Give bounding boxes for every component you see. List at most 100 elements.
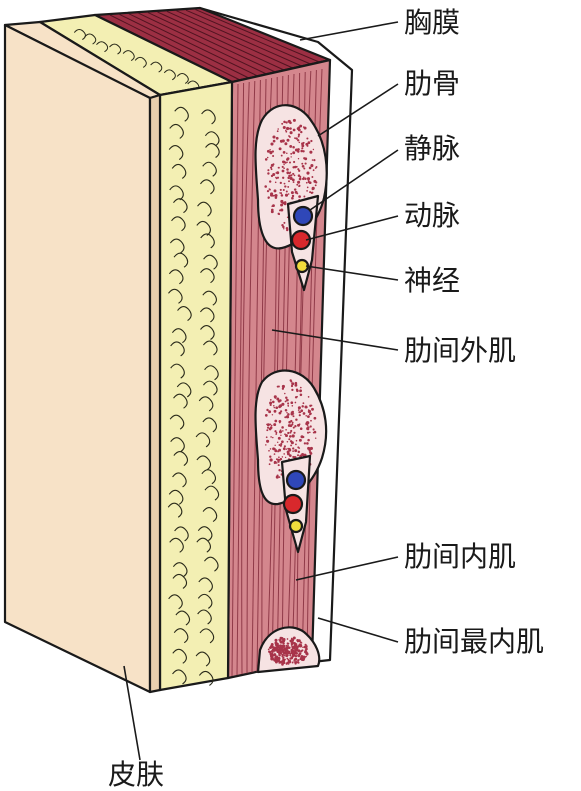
marrow-dot [290,419,293,423]
marrow-dot [293,431,296,434]
label-vein: 静脉 [404,132,460,165]
marrow-dot [302,646,304,648]
fat-squiggle [170,341,185,357]
marrow-dot [286,441,289,443]
marrow-dot [281,122,284,125]
rib-lower [256,626,321,674]
marrow-dot [288,454,292,457]
marrow-dot [281,426,284,429]
marrow-dot [297,659,300,661]
marrow-dot [289,652,292,655]
marrow-dot [309,425,312,428]
marrow-dot [266,149,270,153]
muscle-top-line [176,10,302,67]
marrow-dot [290,152,293,155]
marrow-dot [285,415,289,419]
marrow-dot [298,643,302,647]
marrow-dot [274,194,278,198]
marrow-dot [297,649,301,653]
fat-squiggle [173,252,189,268]
marrow-dot [291,421,294,424]
marrow-dot [299,124,303,128]
marrow-dot [289,440,293,443]
marrow-dot [280,208,284,212]
marrow-dot [292,649,295,652]
marrow-dot [313,430,317,434]
marrow-dot [307,141,311,145]
marrow-dot [285,129,287,132]
marrow-dot [266,429,269,432]
marrow-dot [286,138,290,142]
marrow-dot [288,174,291,178]
marrow-dot [306,137,309,140]
marrow-dot [303,167,306,170]
fat-squiggle [199,628,215,644]
fat-top-squiggle [134,56,147,68]
muscle-fiber [236,82,245,676]
marrow-dot [283,448,286,451]
marrow-dot [291,388,294,392]
marrow-dot [311,176,314,178]
marrow-dot [307,415,310,418]
marrow-dot [278,662,281,664]
marrow-dot [271,648,275,652]
marrow-dot [294,396,298,399]
marrow-dot [294,148,299,152]
fat-squiggle [174,106,189,122]
marrow-dot [281,139,285,143]
marrow-dot [265,444,267,446]
marrow-dot [312,148,315,151]
fat-squiggle [197,201,212,217]
marrow-dot [266,408,269,412]
marrow-dot [284,142,288,146]
marrow-dot [303,195,306,198]
marrow-dot [281,637,284,639]
marrow-dot [281,653,284,656]
marrow-dot [303,655,305,658]
muscle-fiber [231,83,239,677]
marrow-dot [292,128,296,132]
marrow-dot [312,169,315,172]
marrow-dot [293,174,296,177]
marrow-dot [310,404,313,407]
marrow-dot [293,188,297,191]
marrow-dot [288,180,290,183]
marrow-dot [279,444,282,447]
marrow-dot [298,177,302,181]
marrow-dot [267,648,270,651]
marrow-dot [288,420,291,424]
vein-icon [292,205,314,227]
skin-block [3,23,162,694]
marrow-dot [280,203,284,207]
marrow-dot [304,643,307,646]
marrow-dot [306,421,310,425]
marrow-dot [292,415,295,418]
muscle-top-line [119,13,250,79]
marrow-dot [269,455,272,458]
marrow-dot [279,188,282,191]
marrow-dot [309,191,312,194]
marrow-dot [269,403,272,407]
marrow-dot [284,416,287,419]
marrow-dot [294,383,298,387]
fat-squiggle [202,161,217,177]
fat-squiggle [168,594,183,610]
marrow-dot [298,652,302,655]
marrow-dot [308,413,312,416]
marrow-dot [299,427,303,430]
marrow-dot [297,409,300,411]
marrow-dot [307,396,310,398]
marrow-dot [289,127,292,130]
marrow-dot [307,438,310,442]
marrow-dot [297,454,299,457]
marrow-dot [288,659,291,663]
label-innermost-intercostal: 肋间最内肌 [404,625,544,658]
label-external-intercostal: 肋间外肌 [404,334,516,367]
marrow-dot [305,142,309,146]
label-pleura: 胸膜 [404,6,460,39]
marrow-dot [286,171,290,175]
marrow-dot [288,438,291,441]
marrow-dot [272,154,275,158]
fat-squiggle [198,396,214,412]
fat-layer [158,80,234,692]
